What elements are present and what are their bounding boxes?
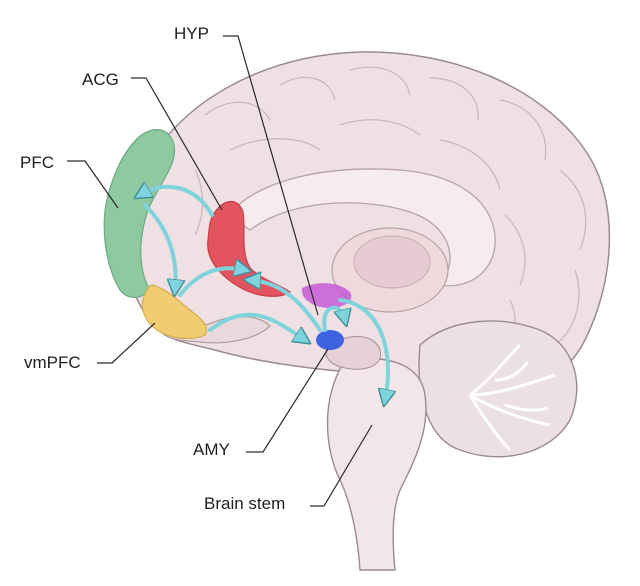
leader-amy (246, 348, 329, 453)
vmpfc-region (141, 284, 207, 339)
leader-hyp (223, 35, 319, 316)
leader-brainstem (310, 424, 373, 507)
corpus-callosum (227, 168, 496, 287)
label-hyp: HYP (174, 24, 209, 43)
arrow-hyp-to-brainstem (338, 298, 388, 400)
amy-region (316, 330, 344, 350)
leader-pfc (67, 160, 119, 209)
label-acg: ACG (82, 70, 119, 89)
acg-region (207, 200, 292, 297)
leader-vmpfc (97, 322, 156, 364)
leader-lines (67, 35, 373, 507)
label-amy: AMY (193, 440, 230, 459)
arrow-vmpfc-to-acg (178, 268, 245, 297)
arrow-pfc-to-vmpfc (143, 203, 176, 290)
connection-arrows (140, 187, 388, 400)
brain-stem (326, 357, 427, 571)
thalamus-inner (353, 235, 431, 289)
arrow-vmpfc-to-amy (208, 312, 305, 340)
label-brain-stem: Brain stem (204, 494, 286, 513)
leader-acg (131, 77, 223, 211)
arrow-acg-to-pfc (140, 187, 214, 217)
label-vmpfc: vmPFC (24, 353, 81, 372)
gyri (194, 66, 587, 356)
cerebrum (124, 51, 611, 396)
arrow-amy-to-acg (250, 280, 322, 332)
arbor-vitae (468, 343, 556, 452)
label-pfc: PFC (20, 153, 54, 172)
arrow-amy-to-hyp (322, 305, 345, 332)
